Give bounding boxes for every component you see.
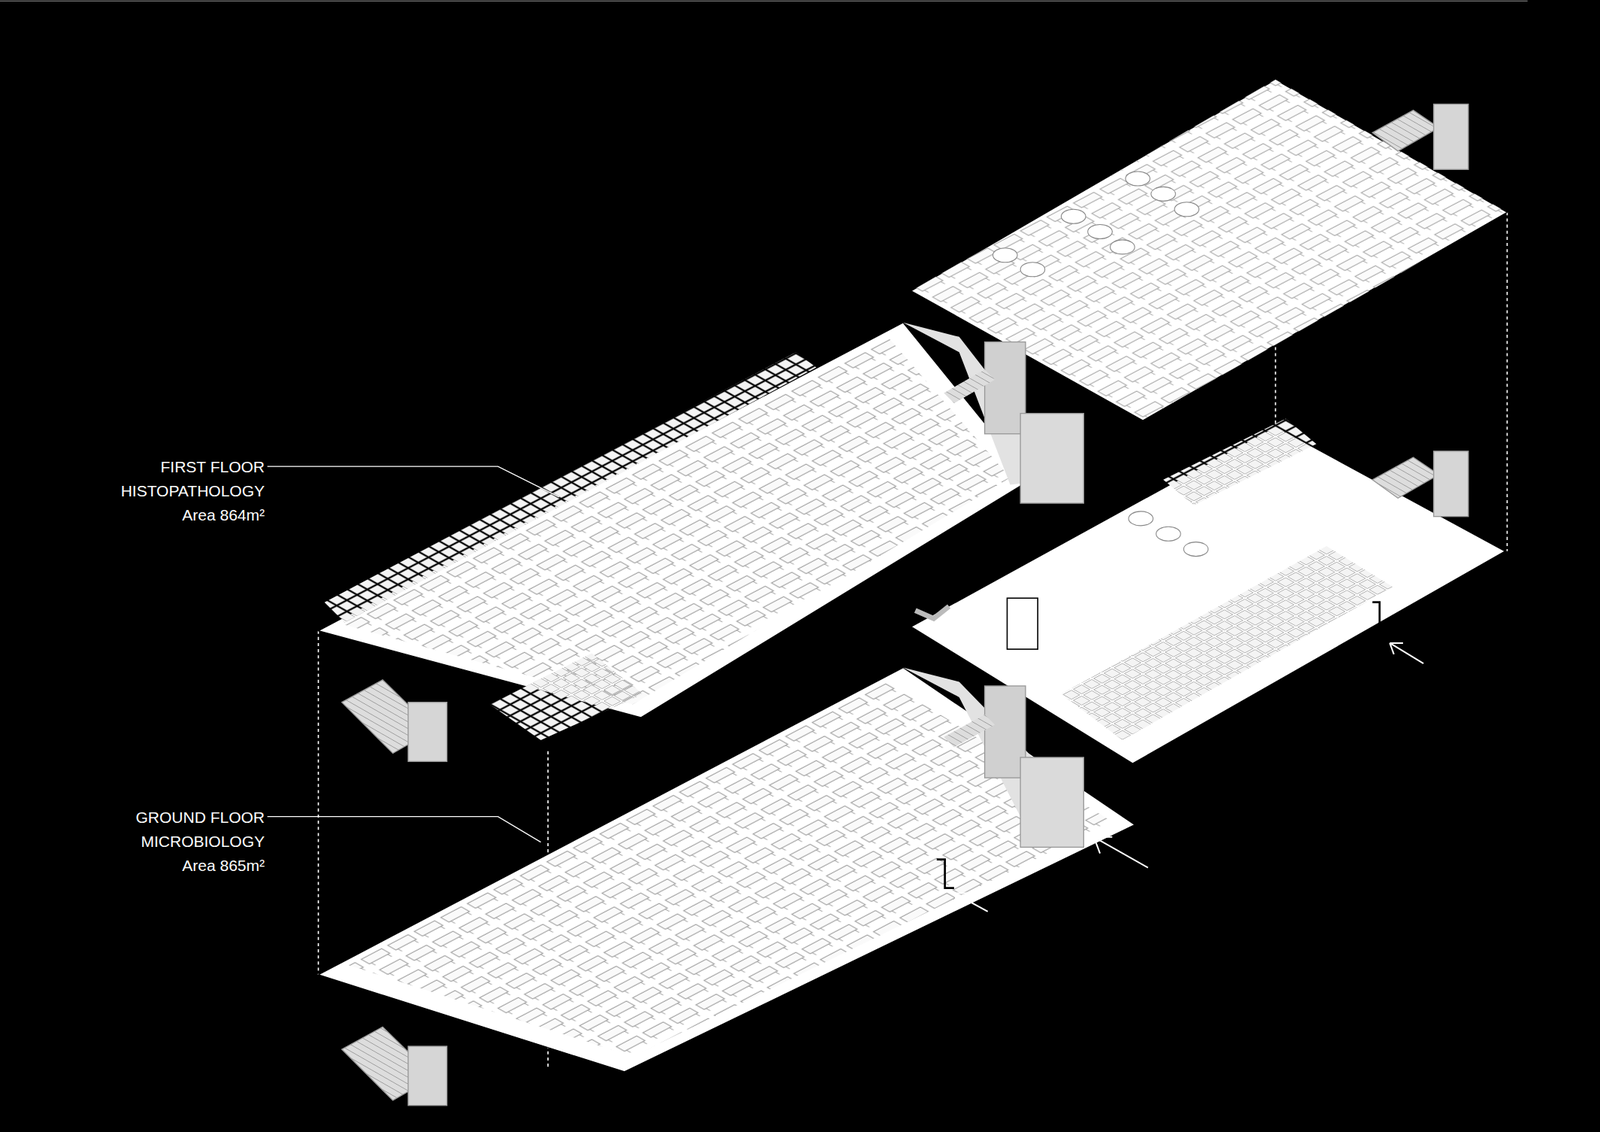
floor-label: GROUND FLOOR [135, 806, 265, 829]
floor-label: HISTOPATHOLOGY [121, 479, 265, 503]
floor-label: FIRST FLOOR [160, 455, 265, 479]
floor-label: MICROBIOLOGY [140, 830, 265, 853]
floor-label: Area 864m² [181, 503, 265, 527]
floor-label: Area 865m² [181, 854, 265, 877]
